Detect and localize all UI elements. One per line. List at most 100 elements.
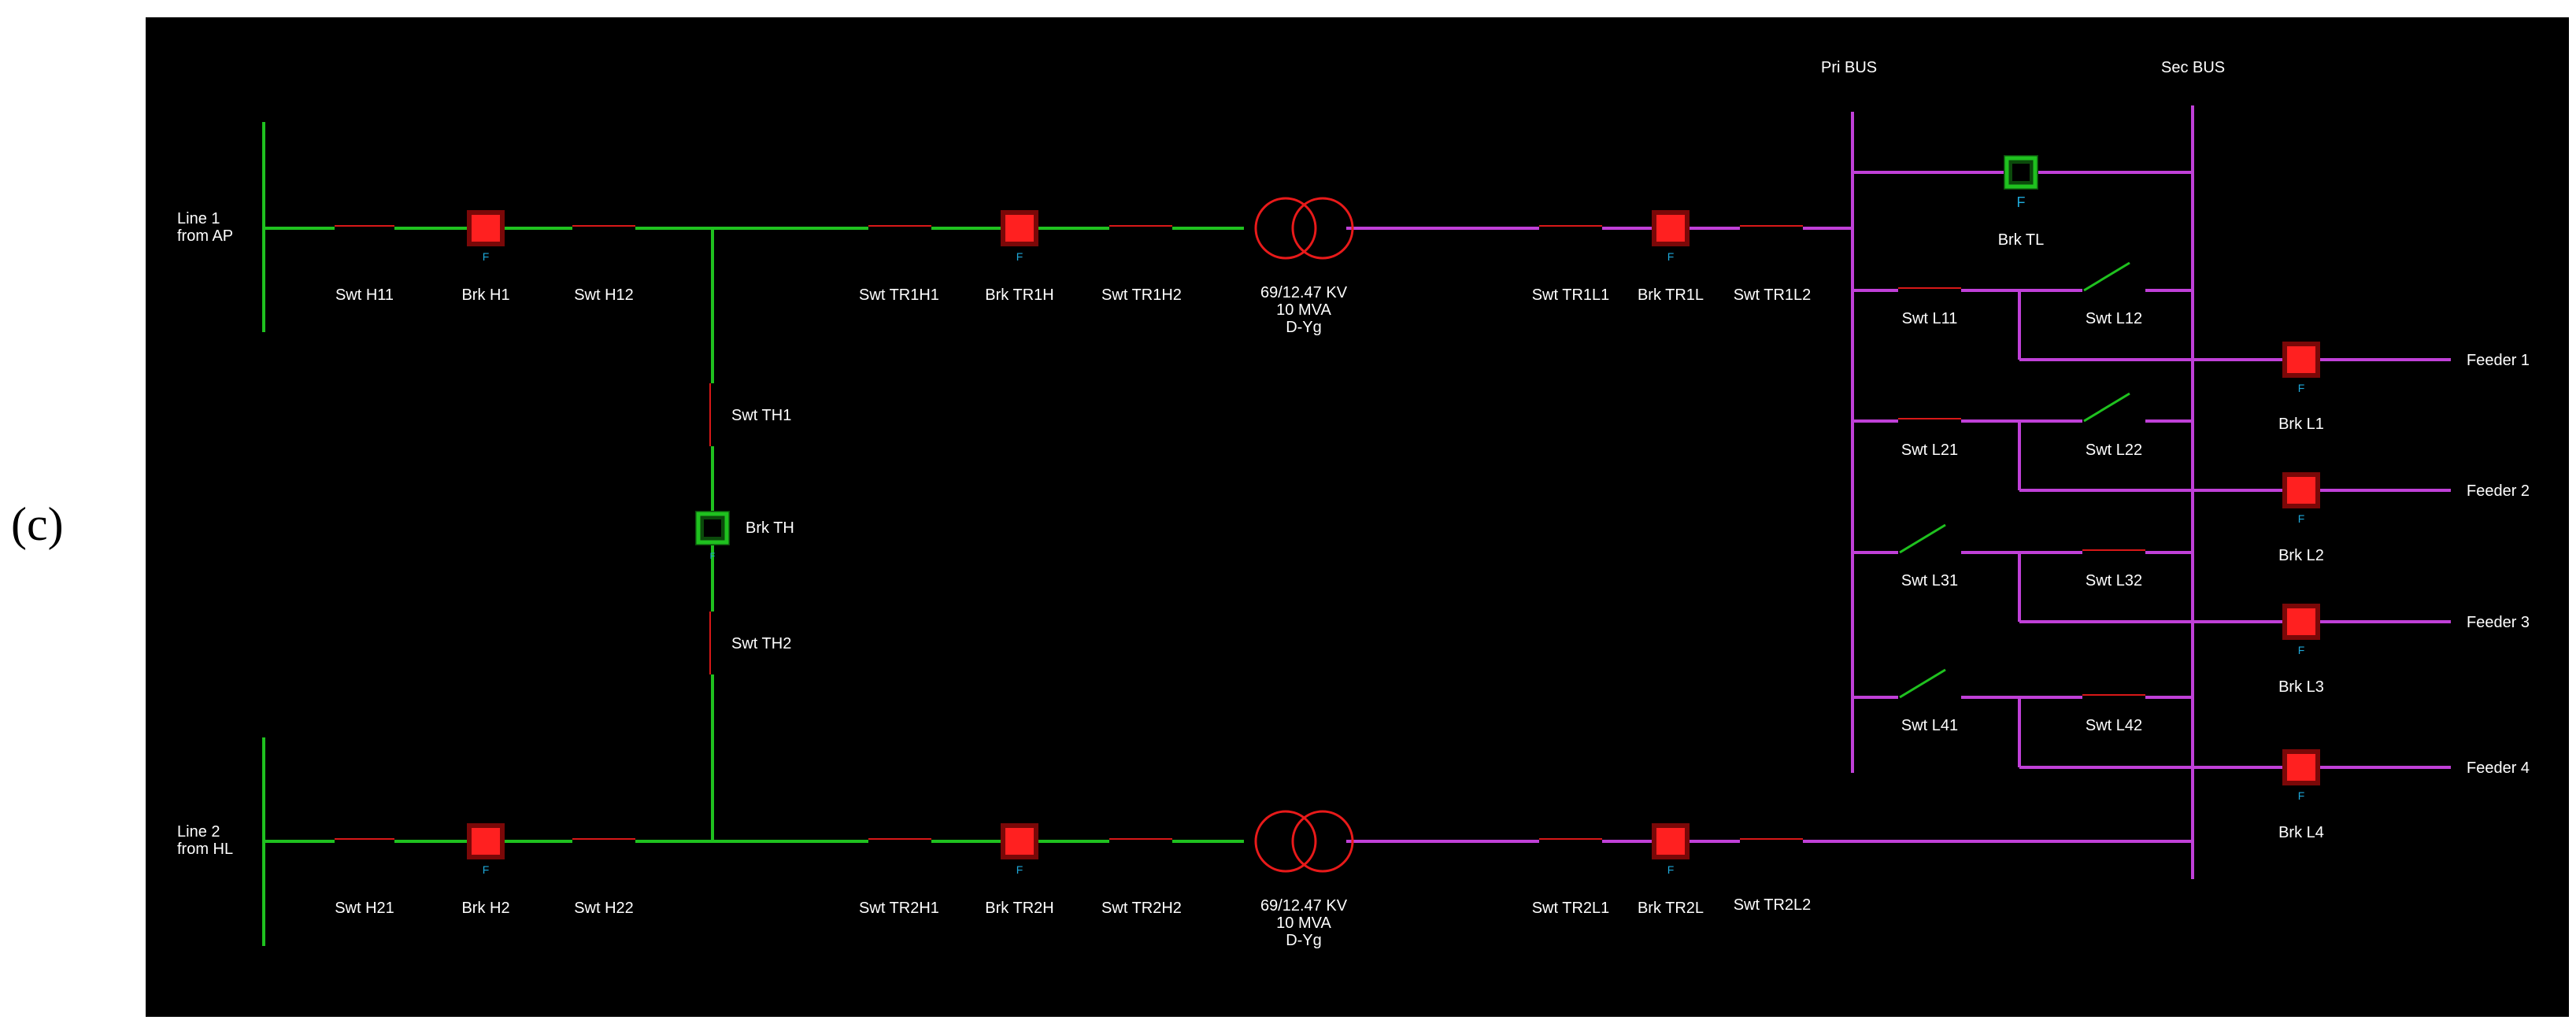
breaker-tl[interactable] xyxy=(2004,155,2038,190)
breaker-l4-flag: F xyxy=(2298,789,2305,802)
transformer-tr2[interactable] xyxy=(1254,810,1354,873)
panel-label: (c) xyxy=(0,0,146,1031)
breaker-tl-label: Brk TL xyxy=(1998,231,2045,249)
breaker-l2-label: Brk L2 xyxy=(2278,547,2324,564)
breaker-h2[interactable] xyxy=(467,823,505,859)
switch-tr1h2-label: Swt TR1H2 xyxy=(1101,286,1182,304)
feeder-3-label: Feeder 3 xyxy=(2467,614,2530,631)
switch-l11-label: Swt L11 xyxy=(1902,310,1958,327)
breaker-h1-label: Brk H1 xyxy=(461,286,509,304)
tr1-capacity: 10 MVA xyxy=(1276,301,1331,319)
switch-tr2h2[interactable] xyxy=(1109,838,1172,844)
switch-h12[interactable] xyxy=(572,225,635,231)
breaker-th[interactable] xyxy=(695,511,730,545)
switch-tr2h1-label: Swt TR2H1 xyxy=(859,900,939,917)
switch-h21[interactable] xyxy=(335,838,394,844)
line1-name: Line 1 xyxy=(177,210,220,227)
feeder-4-label: Feeder 4 xyxy=(2467,759,2530,777)
switch-tr2l2[interactable] xyxy=(1740,838,1803,844)
switch-l12[interactable] xyxy=(2082,261,2145,293)
switch-l21-label: Swt L21 xyxy=(1901,442,1958,459)
breaker-tr1h-label: Brk TR1H xyxy=(985,286,1053,304)
breaker-tr2l[interactable] xyxy=(1652,823,1690,859)
breaker-th-label: Brk TH xyxy=(746,519,794,537)
switch-th2-label: Swt TH2 xyxy=(731,635,791,652)
switch-l32[interactable] xyxy=(2082,549,2145,555)
switch-l22-label: Swt L22 xyxy=(2086,442,2142,459)
breaker-h2-flag: F xyxy=(483,863,490,876)
panel-label-text: (c) xyxy=(11,498,64,550)
transformer-tr1[interactable] xyxy=(1254,197,1354,260)
breaker-l3[interactable] xyxy=(2282,604,2320,640)
switch-l21[interactable] xyxy=(1898,418,1961,423)
switch-tr2h2-label: Swt TR2H2 xyxy=(1101,900,1182,917)
tr2-rating: 69/12.47 KV xyxy=(1260,897,1348,915)
switch-tr1l2-label: Swt TR1L2 xyxy=(1734,286,1812,304)
breaker-tr1l-label: Brk TR1L xyxy=(1638,286,1704,304)
switch-tr2l1-label: Swt TR2L1 xyxy=(1532,900,1610,917)
diagram-canvas: F F F F F F F F F F F F Pri BUS Sec BUS … xyxy=(177,59,2530,949)
breaker-tr2h-label: Brk TR2H xyxy=(985,900,1053,917)
switch-h22[interactable] xyxy=(572,838,635,844)
switch-l11[interactable] xyxy=(1898,287,1961,293)
switch-l31[interactable] xyxy=(1898,523,1961,555)
breaker-tr1h[interactable] xyxy=(1001,210,1038,246)
line2-name: Line 2 xyxy=(177,823,220,841)
switch-l32-label: Swt L32 xyxy=(2086,572,2142,589)
switch-tr1l2[interactable] xyxy=(1740,225,1803,231)
switch-l31-label: Swt L31 xyxy=(1901,572,1958,589)
breaker-l1-label: Brk L1 xyxy=(2278,416,2324,433)
switch-th2[interactable] xyxy=(709,612,715,674)
breaker-h1-flag: F xyxy=(483,250,490,263)
secondary-bus-label: Sec BUS xyxy=(2161,59,2225,76)
tr1-connection: D-Yg xyxy=(1286,319,1322,336)
switch-tr2h1[interactable] xyxy=(868,838,931,844)
switch-l42-label: Swt L42 xyxy=(2086,717,2142,734)
switch-l41[interactable] xyxy=(1898,668,1961,700)
feeder-1-label: Feeder 1 xyxy=(2467,352,2530,369)
breaker-l2-flag: F xyxy=(2298,512,2305,525)
feeder-2-label: Feeder 2 xyxy=(2467,482,2530,500)
switch-tr2l2-label: Swt TR2L2 xyxy=(1734,896,1812,914)
breaker-tr1l-flag: F xyxy=(1667,250,1675,263)
breaker-l3-label: Brk L3 xyxy=(2278,678,2324,696)
switch-h21-label: Swt H21 xyxy=(335,900,394,917)
switch-h22-label: Swt H22 xyxy=(574,900,634,917)
breaker-l2[interactable] xyxy=(2282,472,2320,508)
tr2-connection: D-Yg xyxy=(1286,932,1322,949)
switch-h11[interactable] xyxy=(335,225,394,231)
switch-th1-label: Swt TH1 xyxy=(731,407,791,424)
breaker-l4[interactable] xyxy=(2282,749,2320,785)
switch-l42[interactable] xyxy=(2082,694,2145,700)
switch-l22[interactable] xyxy=(2082,392,2145,423)
breaker-tr1h-flag: F xyxy=(1016,250,1023,263)
breaker-tr2l-label: Brk TR2L xyxy=(1638,900,1704,917)
tr2-capacity: 10 MVA xyxy=(1276,915,1331,932)
switch-tr1l1[interactable] xyxy=(1539,225,1602,231)
tr1-rating: 69/12.47 KV xyxy=(1260,284,1348,301)
breaker-l3-flag: F xyxy=(2298,644,2305,656)
switch-tr1h1[interactable] xyxy=(868,225,931,231)
breaker-tr1l[interactable] xyxy=(1652,210,1690,246)
switch-h12-label: Swt H12 xyxy=(574,286,634,304)
breaker-tr2h[interactable] xyxy=(1001,823,1038,859)
breaker-h1[interactable] xyxy=(467,210,505,246)
switch-l41-label: Swt L41 xyxy=(1901,717,1958,734)
switch-h11-label: Swt H11 xyxy=(335,286,394,304)
switch-th1[interactable] xyxy=(709,383,715,446)
breaker-l1[interactable] xyxy=(2282,342,2320,378)
one-line-diagram: F F F F F F F F F F F F Pri BUS Sec BUS … xyxy=(146,17,2569,1017)
switch-tr1h2[interactable] xyxy=(1109,225,1172,231)
breaker-l1-flag: F xyxy=(2298,382,2305,394)
line1-source: from AP xyxy=(177,227,233,245)
switch-tr2l1[interactable] xyxy=(1539,838,1602,844)
breaker-l4-label: Brk L4 xyxy=(2278,824,2324,841)
breaker-th-flag: F xyxy=(710,552,716,561)
breaker-tl-flag: F xyxy=(2017,194,2026,210)
switch-tr1h1-label: Swt TR1H1 xyxy=(859,286,939,304)
breaker-tr2h-flag: F xyxy=(1016,863,1023,876)
line2-source: from HL xyxy=(177,841,233,858)
switch-l12-label: Swt L12 xyxy=(2086,310,2142,327)
switch-tr1l1-label: Swt TR1L1 xyxy=(1532,286,1610,304)
primary-bus-label: Pri BUS xyxy=(1821,59,1877,76)
